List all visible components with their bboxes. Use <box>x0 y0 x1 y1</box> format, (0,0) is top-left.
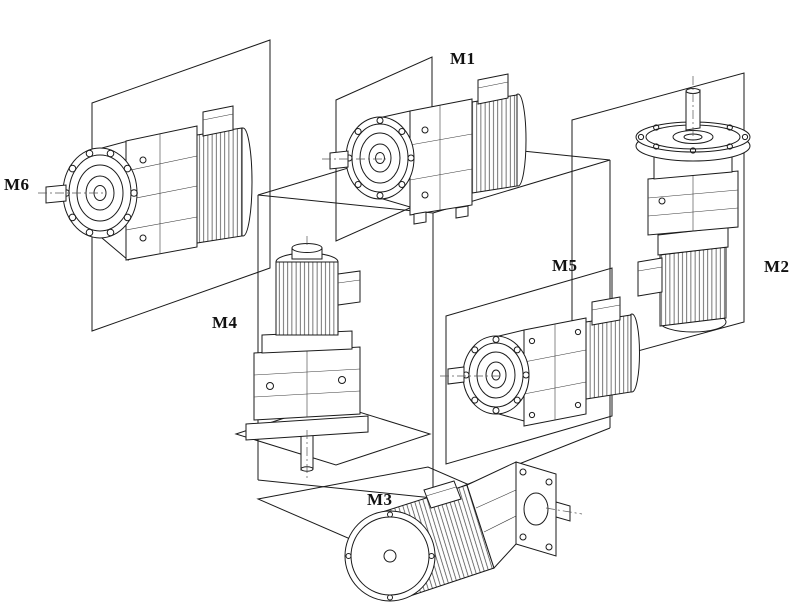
m5-terminal-box <box>591 296 621 326</box>
m3-fan-cover <box>344 510 436 602</box>
plane-m2 <box>571 72 745 370</box>
gearmotor-m1 <box>322 73 527 225</box>
label-m3: M3 <box>367 490 393 509</box>
m4-motor-body <box>275 261 339 336</box>
label-m1: M1 <box>450 49 476 68</box>
m1-output-shaft <box>329 150 349 170</box>
label-m6: M6 <box>4 175 30 194</box>
m2-motor-body <box>659 246 727 327</box>
gearmotor-m2 <box>635 76 751 333</box>
m1-gearbox <box>409 98 473 216</box>
label-m4: M4 <box>212 313 238 332</box>
m4-terminal-box <box>337 270 361 306</box>
m1-motor-body <box>471 94 518 194</box>
m5-output-shaft <box>447 366 465 385</box>
m3-output-shaft <box>555 501 571 522</box>
gearmotor-m4 <box>245 236 369 480</box>
plane-m6 <box>91 39 271 332</box>
m3-flange <box>515 461 557 557</box>
m6-motor-body <box>196 127 243 244</box>
gearmotor-m5 <box>440 296 640 427</box>
m6-terminal-box <box>202 105 234 137</box>
m5-motor-body <box>585 314 632 400</box>
m2-terminal-box <box>637 257 663 297</box>
gearmotor-m3 <box>344 461 583 602</box>
gearmotor-m6 <box>38 105 253 262</box>
plane-m5 <box>445 267 613 465</box>
m1-terminal-box <box>477 73 509 105</box>
label-m2: M2 <box>764 257 790 276</box>
m6-output-shaft <box>45 184 67 204</box>
m3-terminal-box <box>423 480 462 509</box>
label-m5: M5 <box>552 256 578 275</box>
